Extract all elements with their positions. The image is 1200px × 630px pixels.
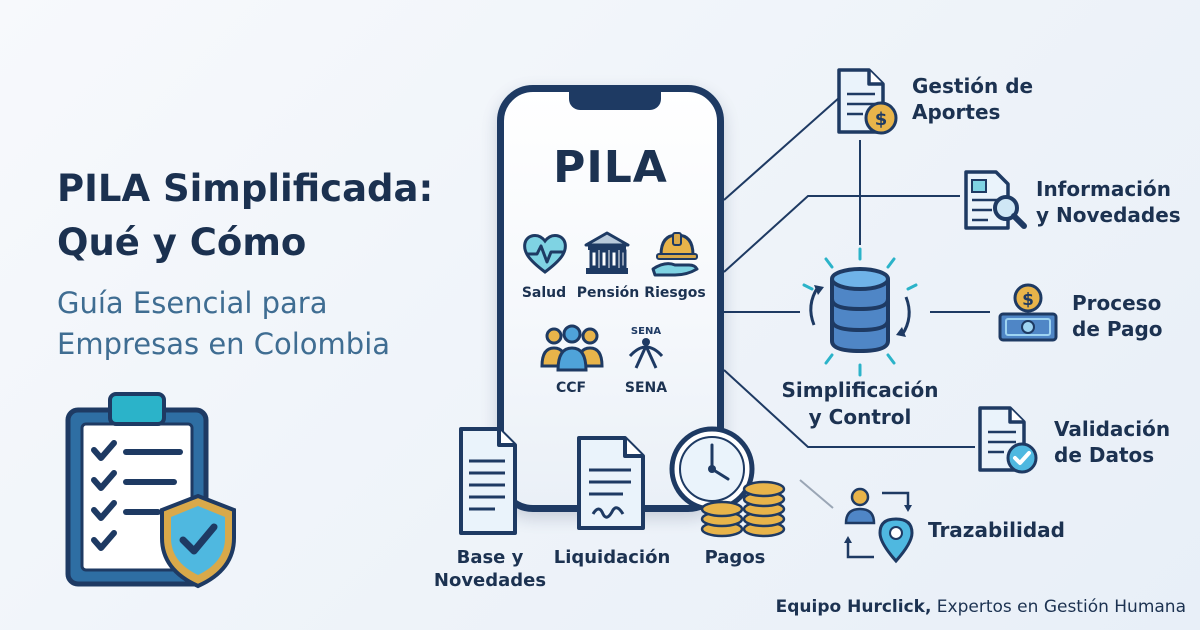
- signed-document-icon: [577, 436, 645, 530]
- bottom-label-liquidacion: Liquidación: [553, 547, 671, 568]
- subtitle-line-2: Empresas en Colombia: [57, 327, 391, 361]
- right-label-proceso: Proceso de Pago: [1072, 291, 1163, 341]
- document-dollar-icon: $: [837, 68, 898, 135]
- phone-item-pension: Pensión: [576, 285, 640, 301]
- center-label: Simplificación y Control: [781, 378, 939, 429]
- svg-text:$: $: [1022, 290, 1034, 310]
- phone-notch: [569, 92, 661, 110]
- footer-credit: Equipo Hurclick, Expertos en Gestión Hum…: [776, 597, 1186, 617]
- right-label-informacion: Información y Novedades: [1036, 177, 1181, 227]
- phone-item-ccf: CCF: [555, 380, 587, 396]
- phone-title: PILA: [553, 142, 668, 193]
- clock-coins-icon: [669, 426, 786, 538]
- hard-hat-hand-icon: [651, 232, 699, 277]
- right-label-trazabilidad: Trazabilidad: [928, 518, 1065, 542]
- people-group-icon: [540, 324, 604, 372]
- right-label-aportes: Gestión de Aportes: [912, 74, 1034, 124]
- page-title: PILA Simplificada: Qué y Cómo: [57, 162, 477, 270]
- title-line-2: Qué y Cómo: [57, 221, 307, 264]
- phone-item-riesgos: Riesgos: [644, 285, 706, 301]
- bank-building-icon: [584, 231, 630, 274]
- bottom-label-pagos: Pagos: [704, 547, 766, 568]
- heart-pulse-icon: [523, 234, 567, 274]
- document-icon: [459, 427, 517, 535]
- svg-text:SENA: SENA: [631, 326, 661, 337]
- footer-team: Equipo Hurclick,: [775, 597, 932, 617]
- subtitle-line-1: Guía Esencial para: [57, 286, 328, 320]
- page-subtitle: Guía Esencial para Empresas en Colombia: [57, 283, 477, 365]
- phone-item-sena: SENA: [624, 380, 668, 396]
- database-sync-icon: [802, 247, 918, 377]
- bottom-label-base: Base y Novedades: [433, 547, 547, 591]
- footer-tagline: Expertos en Gestión Humana: [931, 597, 1186, 617]
- document-search-icon: [964, 170, 1027, 230]
- svg-text:$: $: [875, 109, 888, 130]
- document-check-icon: [978, 406, 1038, 474]
- right-label-validacion: Validación de Datos: [1054, 417, 1171, 467]
- sena-logo: SENA: [628, 326, 664, 369]
- clipboard-shield-icon: [65, 392, 236, 589]
- person-location-icon: [844, 487, 914, 564]
- title-line-1: PILA Simplificada:: [57, 167, 434, 210]
- phone-item-salud: Salud: [521, 285, 567, 301]
- money-bill-icon: $: [998, 283, 1058, 342]
